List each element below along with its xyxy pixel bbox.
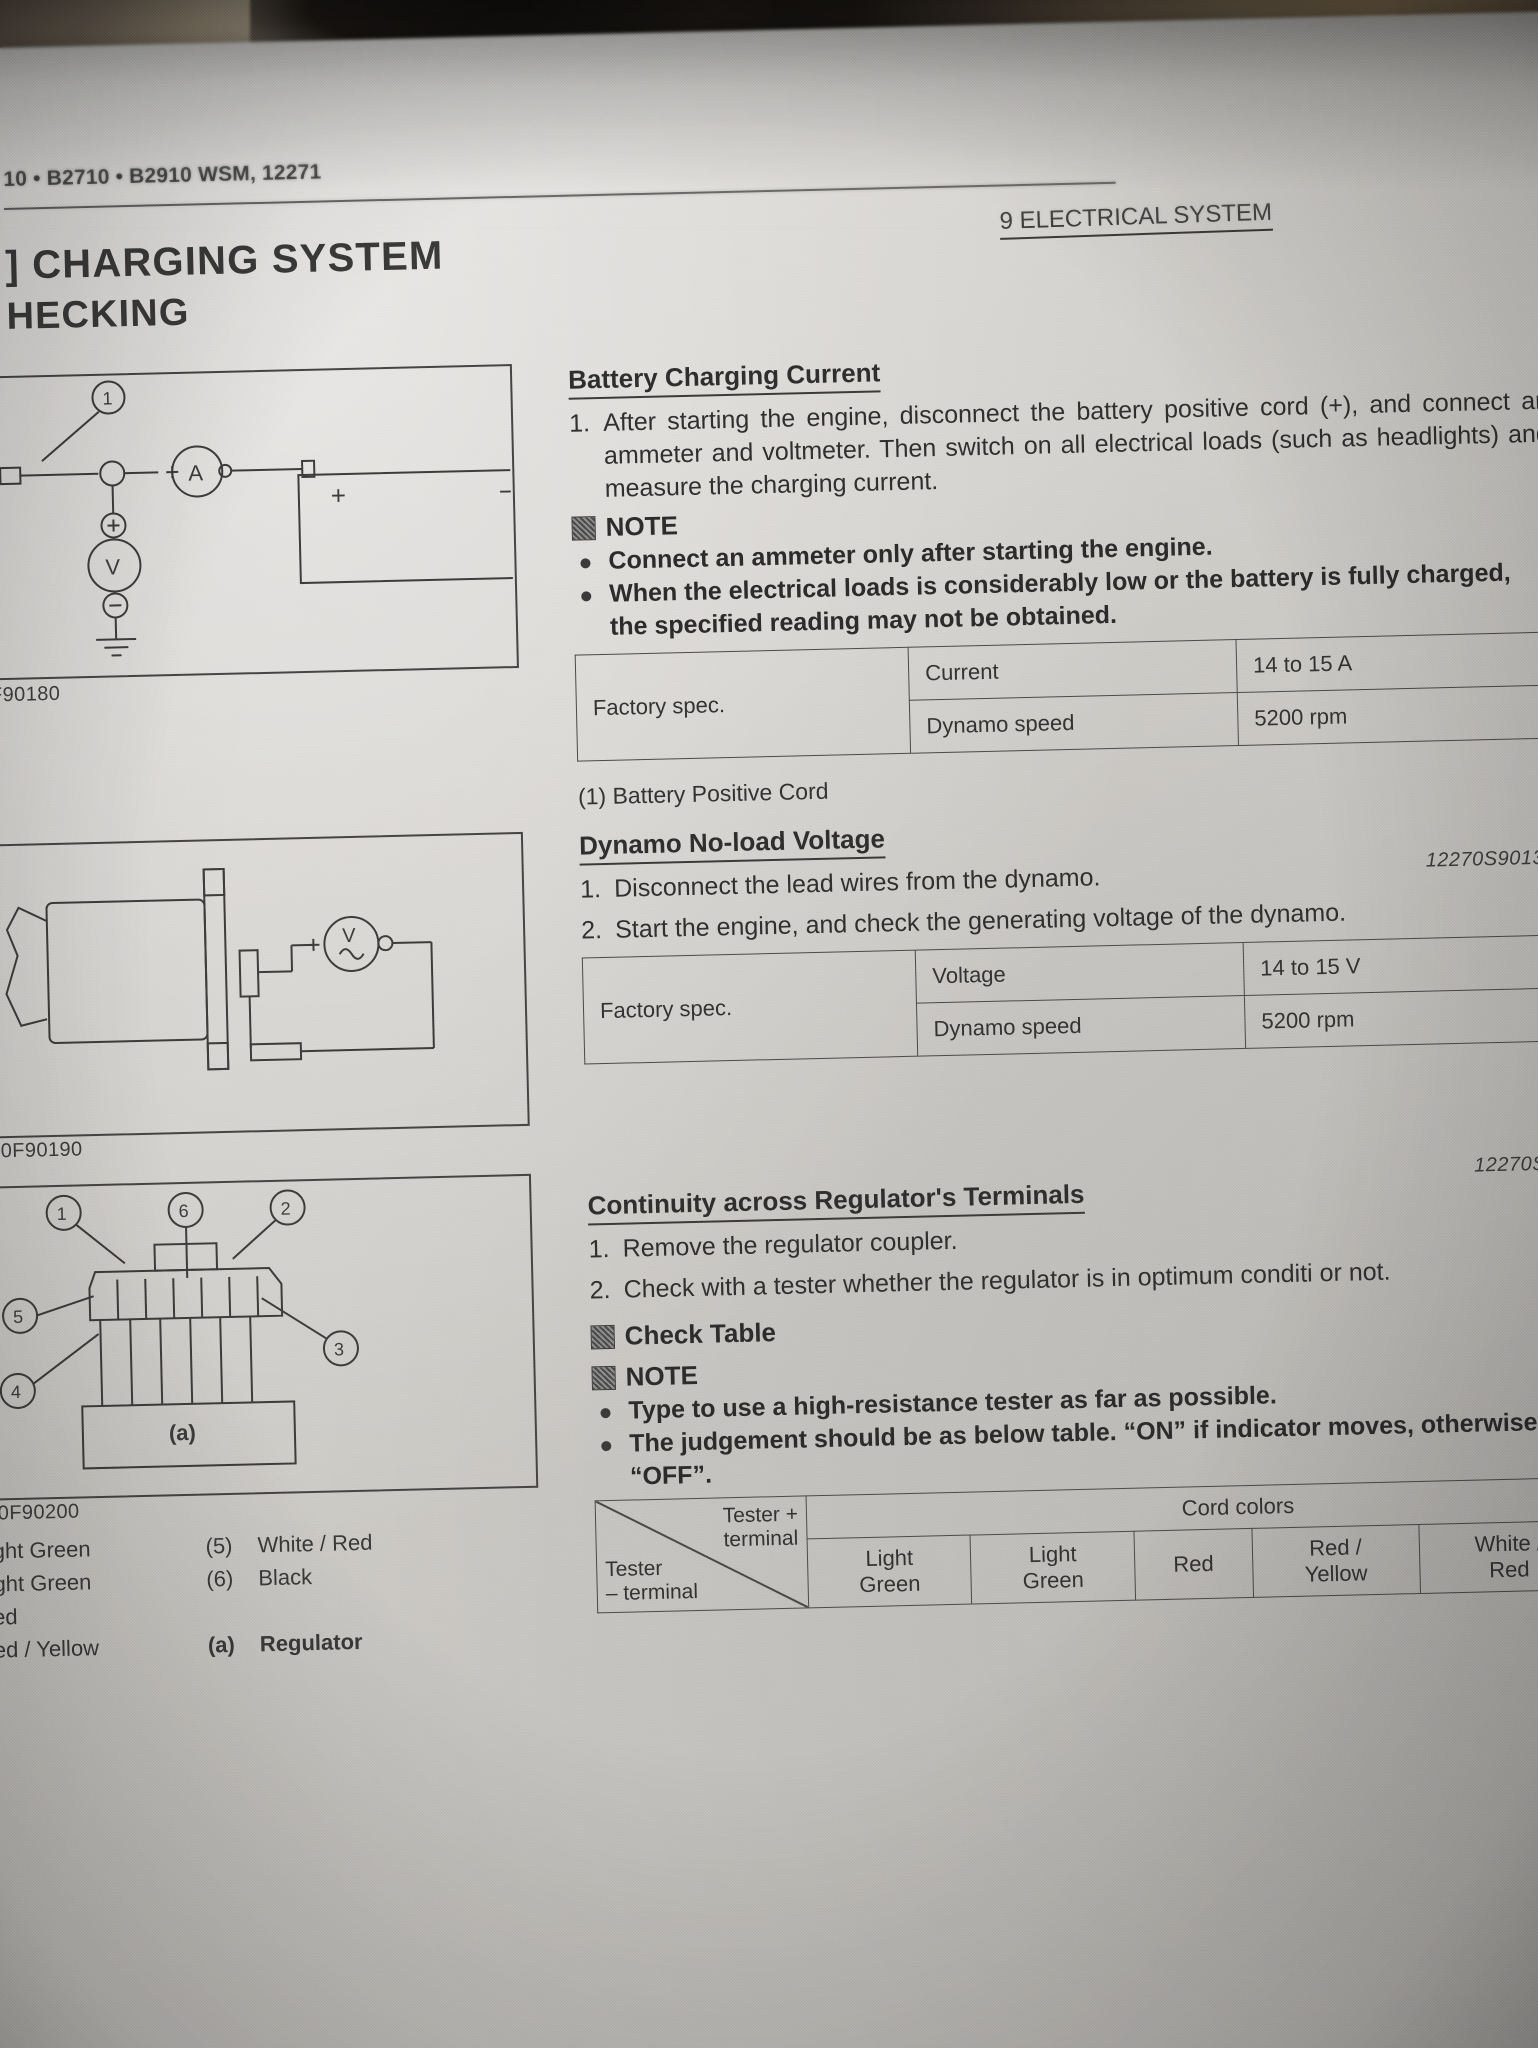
spec-value: 5200 rpm — [1244, 987, 1538, 1049]
cord-color-column-header: Red /Yellow — [1251, 1524, 1421, 1598]
diagonal-divider-icon — [595, 1500, 809, 1609]
step-number: 1. — [588, 1234, 610, 1264]
svg-text:2: 2 — [280, 1198, 290, 1218]
spec-label: Factory spec. — [575, 647, 911, 762]
legend-left-color: Light Green — [0, 1536, 91, 1564]
section-heading: Dynamo No-load Voltage — [578, 823, 886, 866]
section-dynamo-no-load-voltage: Dynamo No-load Voltage 1. Disconnect the… — [578, 807, 1538, 1177]
note-bullets: Connect an ammeter only after starting t… — [572, 523, 1538, 645]
svg-text:1: 1 — [102, 388, 112, 408]
figure-1-id: 270F90180 — [0, 682, 61, 708]
step-number: 1. — [579, 875, 602, 904]
spec-key: Dynamo speed — [909, 692, 1239, 754]
figure-1-caption: (1) Battery Positive Cord — [577, 777, 829, 810]
step: 1. After starting the engine, disconnect… — [569, 385, 1538, 507]
factory-spec-table-current: Factory spec. Current 14 to 15 A Dynamo … — [575, 631, 1538, 762]
legend-left-color: Red — [0, 1604, 18, 1630]
factory-spec-table-voltage: Factory spec. Voltage 14 to 15 V Dynamo … — [582, 934, 1538, 1065]
tester-minus-label: Tester– terminal — [604, 1556, 699, 1606]
cord-color-column-header: Red — [1133, 1528, 1254, 1601]
legend-right: (a) Regulator — [208, 1625, 363, 1662]
figure-3-drawing: 1 6 2 5 3 4 — [0, 1189, 359, 1470]
note-label: NOTE — [605, 510, 679, 542]
legend-left-color: Light Green — [0, 1569, 92, 1597]
section-continuity-regulator: Continuity across Regulator's Terminals … — [587, 1167, 1538, 1614]
step-number: 1. — [568, 409, 591, 438]
text-column: Battery Charging Current 1. After starti… — [562, 108, 1538, 1613]
manual-page-sheet: 10 • B2710 • B2910 WSM, 12271 9 ELECTRIC… — [0, 9, 1538, 2048]
legend-left-color: Red / Yellow — [0, 1635, 100, 1663]
svg-text:1: 1 — [56, 1204, 66, 1224]
legend-right-color: White / Red — [257, 1529, 373, 1558]
spec-value: 5200 rpm — [1237, 684, 1538, 746]
note-label: NOTE — [625, 1359, 699, 1392]
cord-color-column-header: White /Red — [1418, 1520, 1538, 1594]
svg-text:(a): (a) — [169, 1420, 196, 1446]
page-title-line2: HECKING — [6, 291, 190, 338]
page-header-right: 9 ELECTRICAL SYSTEM — [999, 199, 1273, 240]
figure-2-drawing: V — [5, 867, 435, 1071]
svg-text:−: − — [498, 476, 514, 506]
svg-text:+: + — [330, 480, 346, 510]
continuity-check-table: Tester +terminal Tester– terminal Cord c… — [595, 1475, 1538, 1613]
spec-key: Dynamo speed — [916, 995, 1246, 1057]
step-number: 2. — [580, 916, 603, 945]
spec-key: Voltage — [915, 942, 1245, 1004]
legend-right-color: Regulator — [259, 1628, 363, 1657]
svg-text:3: 3 — [334, 1339, 344, 1359]
svg-text:6: 6 — [178, 1201, 188, 1221]
page-header-right-text: 9 ELECTRICAL SYSTEM — [999, 199, 1273, 240]
svg-text:4: 4 — [11, 1382, 21, 1402]
section-heading: Battery Charging Current — [567, 357, 881, 400]
spec-key: Current — [908, 639, 1238, 701]
page-header-left: 10 • B2710 • B2910 WSM, 12271 — [3, 160, 322, 191]
table-row: Tester +terminal Tester– terminal Cord c… — [595, 1475, 1538, 1613]
check-table-hatched-icon — [590, 1324, 616, 1349]
legend-right-number: (a) — [207, 1631, 236, 1658]
section-heading: Continuity across Regulator's Terminals — [587, 1178, 1085, 1226]
svg-text:V: V — [342, 925, 357, 947]
spec-label: Factory spec. — [582, 950, 918, 1065]
figure-1-drawing: 1 A + − — [0, 380, 515, 657]
figure-2-id: 2270F90190 — [0, 1138, 83, 1164]
step-number: 2. — [589, 1275, 611, 1305]
legend-right-color: Black — [258, 1564, 313, 1591]
page-content: 10 • B2710 • B2910 WSM, 12271 9 ELECTRIC… — [0, 108, 1538, 2048]
legend-right: (6) Black — [206, 1560, 313, 1595]
tester-plus-label: Tester +terminal — [722, 1502, 799, 1552]
svg-text:V: V — [105, 554, 121, 579]
section-battery-charging-current: Battery Charging Current 1. After starti… — [567, 342, 1538, 872]
svg-text:A: A — [188, 460, 204, 485]
figure-3-id: 270F90200 — [0, 1500, 80, 1526]
legend-right: (5) White / Red — [205, 1526, 373, 1563]
spec-value: 14 to 15 A — [1235, 631, 1538, 693]
check-table-label: Check Table — [624, 1317, 777, 1351]
note-hatched-icon — [591, 1365, 616, 1390]
note-hatched-icon — [571, 515, 596, 541]
axis-corner-cell: Tester +terminal Tester– terminal — [595, 1495, 809, 1613]
spec-value: 14 to 15 V — [1243, 934, 1538, 996]
legend-right-number: (6) — [206, 1565, 234, 1592]
svg-text:5: 5 — [13, 1307, 23, 1327]
legend-right-number: (5) — [205, 1532, 233, 1559]
step-text: After starting the engine, disconnect th… — [602, 386, 1538, 503]
page-title-line1: ] CHARGING SYSTEM — [4, 233, 444, 288]
